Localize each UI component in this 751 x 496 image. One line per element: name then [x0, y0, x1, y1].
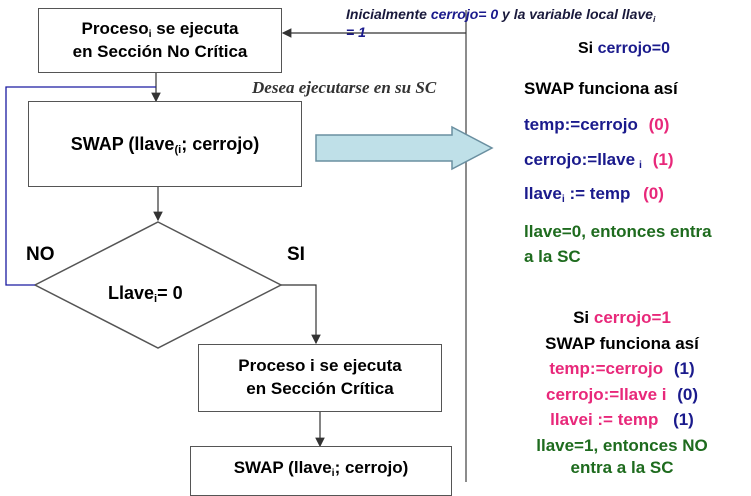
swap-box-2: SWAP (llavei; cerrojo) — [190, 446, 452, 496]
si-branch-connector — [281, 284, 321, 345]
case1-step1-code: temp:=cerrojo — [549, 359, 664, 378]
case0-step1: temp:=cerrojo (0) — [524, 115, 669, 135]
critical-section-box: Proceso i se ejecuta en Sección Crítica — [198, 344, 442, 412]
noncritical-line2: en Sección No Crítica — [72, 41, 248, 61]
decision-post: = 0 — [157, 283, 183, 303]
no-loop-connector — [5, 86, 156, 286]
case0-step3-sub: i — [561, 193, 565, 205]
swap1-pre: SWAP (llave — [70, 133, 175, 154]
noncritical-line1-sub: i — [148, 27, 152, 40]
case0-result: llave=0, entonces entra a la SC — [524, 220, 712, 269]
flowchart-connectors — [5, 10, 494, 482]
note-mid: y la variable local — [498, 6, 622, 22]
critical-line1: Proceso i se ejecuta — [238, 356, 402, 376]
note-pre: Inicialmente — [346, 6, 431, 22]
case1-title: Si cerrojo=1 — [500, 305, 744, 331]
swap1-sub: (i — [174, 143, 182, 156]
critical-line2: en Sección Crítica — [246, 379, 394, 398]
case0-step1-code: temp:=cerrojo — [524, 115, 638, 134]
si-label: SI — [287, 244, 305, 265]
intent-label: Desea ejecutarse en su SC — [252, 78, 437, 97]
case0-step3-pre: llave — [524, 184, 562, 203]
decision-sub: i — [154, 293, 158, 305]
note-cerrojo: cerrojo= 0 — [430, 6, 499, 22]
case0-step1-val: (0) — [648, 115, 670, 134]
case0-result-line2: a la SC — [524, 246, 581, 266]
case0-step2-sub: i — [639, 159, 642, 171]
case1-step3-code: llavei := temp — [550, 410, 659, 429]
swap-box: SWAP (llave(i; cerrojo) — [28, 101, 302, 187]
swap2-sub: i — [331, 467, 335, 479]
case1-result-line1: llave=1, entonces NO — [536, 435, 708, 455]
case1-step2-val: (0) — [677, 384, 698, 404]
case1-step3-val: (1) — [673, 410, 694, 429]
note-wrap: = 1 — [346, 23, 366, 40]
decision-pre: Llave — [108, 283, 155, 303]
case0-step3-post: := temp — [564, 184, 631, 203]
case0-title: Si cerrojo=0 — [578, 40, 670, 58]
noncritical-line1-pre: Proceso — [81, 18, 149, 38]
case0-step2-code: cerrojo:=llave — [524, 150, 636, 169]
noncritical-line1-post: se ejecuta — [151, 18, 239, 38]
case1-step3: llavei := temp (1) — [500, 407, 744, 433]
case1-block: Si cerrojo=1 SWAP funciona así temp:=cer… — [500, 305, 744, 479]
decision-diamond — [33, 221, 283, 349]
no-label: NO — [26, 244, 55, 265]
case0-step3: llavei := temp (0) — [524, 184, 664, 204]
case0-result-line1: llave=0, entonces entra — [524, 222, 712, 241]
note-llave-sub: i — [653, 14, 656, 24]
case1-title-val: cerrojo=1 — [593, 308, 671, 327]
decision-label: Llavei= 0 — [108, 283, 183, 305]
case1-step1-val: (1) — [673, 359, 695, 378]
case0-title-pre: Si — [578, 40, 598, 57]
case1-step2-code: cerrojo:=llave i — [546, 384, 667, 404]
case1-title-pre: Si — [573, 308, 594, 327]
case0-title-val: cerrojo=0 — [597, 40, 671, 57]
case1-step1: temp:=cerrojo (1) — [500, 356, 744, 382]
case1-step2: cerrojo:=llave i (0) — [500, 382, 744, 408]
swap1-post: ; cerrojo) — [181, 133, 260, 154]
case1-heading: SWAP funciona así — [545, 333, 699, 353]
note-llave: llave — [621, 6, 654, 22]
case0-step3-val: (0) — [643, 184, 664, 203]
swap2-pre: SWAP (llave — [233, 458, 332, 477]
initial-note: Inicialmente cerrojo= 0 y la variable lo… — [346, 6, 746, 41]
case0-heading: SWAP funciona así — [524, 79, 678, 98]
swap2-post: ; cerrojo) — [334, 458, 409, 477]
case1-result-line2: entra a la SC — [570, 457, 674, 477]
noncritical-section-box: Procesoi se ejecuta en Sección No Crític… — [38, 8, 282, 73]
big-right-arrow — [315, 125, 494, 171]
case1-result: llave=1, entonces NO entra a la SC — [500, 435, 744, 479]
case0-step2-val: (1) — [652, 150, 674, 169]
